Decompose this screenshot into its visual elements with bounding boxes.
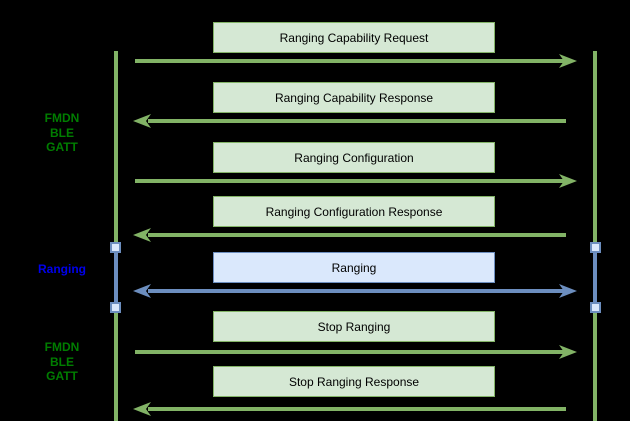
side-label-ranging: Ranging xyxy=(38,262,86,276)
message-box-ranging: Ranging xyxy=(213,252,495,283)
activation-marker xyxy=(590,242,601,253)
activation-marker xyxy=(110,242,121,253)
left-ranging-lifeline-segment xyxy=(114,247,118,308)
message-box-ranging-configuration-response: Ranging Configuration Response xyxy=(213,196,495,227)
left-lifeline xyxy=(114,51,118,421)
message-box-stop-ranging-response: Stop Ranging Response xyxy=(213,366,495,397)
message-box-ranging-configuration: Ranging Configuration xyxy=(213,142,495,173)
message-box-ranging-capability-request: Ranging Capability Request xyxy=(213,22,495,53)
arrow-bidirectional-ranging xyxy=(133,284,577,298)
arrow-right-ranging-capability-request xyxy=(135,54,577,68)
right-ranging-lifeline-segment xyxy=(593,247,597,308)
activation-marker xyxy=(590,302,601,313)
arrow-left-ranging-configuration-response xyxy=(133,228,566,242)
side-label-fmdn-ble-gatt-bottom: FMDN BLE GATT xyxy=(44,340,80,383)
arrow-right-stop-ranging xyxy=(135,345,577,359)
side-label-fmdn-ble-gatt-top: FMDN BLE GATT xyxy=(44,111,80,154)
right-lifeline xyxy=(593,51,597,421)
arrow-left-stop-ranging-response xyxy=(133,402,566,416)
arrow-left-ranging-capability-response xyxy=(133,114,566,128)
message-box-ranging-capability-response: Ranging Capability Response xyxy=(213,82,495,113)
message-box-stop-ranging: Stop Ranging xyxy=(213,311,495,342)
activation-marker xyxy=(110,302,121,313)
arrow-right-ranging-configuration xyxy=(135,174,577,188)
